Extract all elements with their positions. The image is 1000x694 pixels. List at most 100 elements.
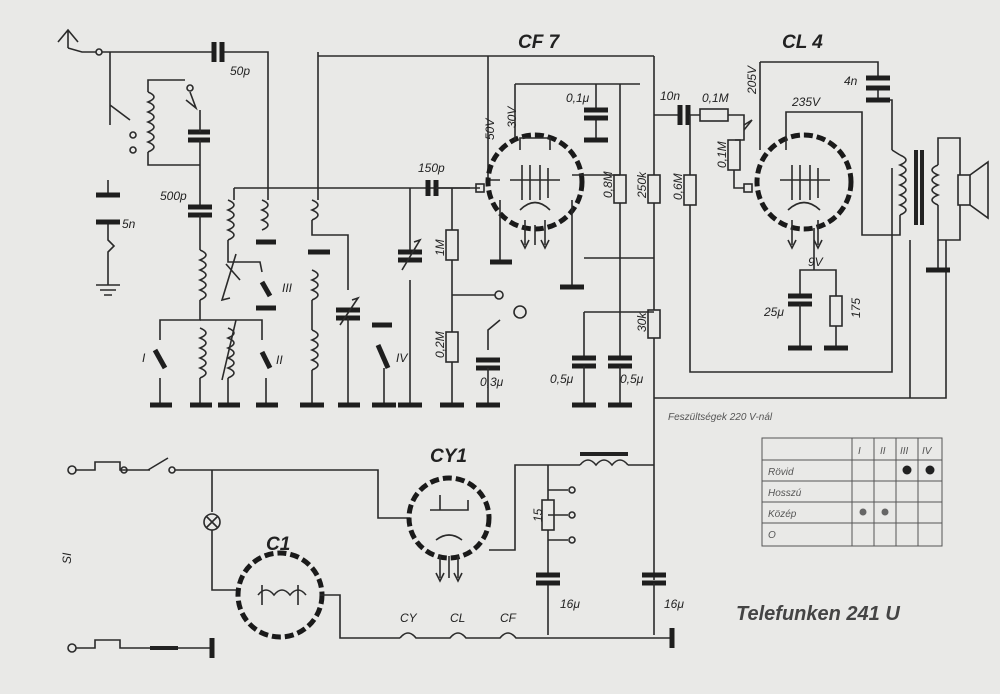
label-v5: 9V (808, 255, 824, 269)
power-supply: CY1 15 16μ 16μ C1 CY CL CF SI (60, 446, 684, 658)
label-switch-i: I (142, 351, 146, 365)
resistor-250k (647, 174, 661, 204)
capacitor-trim (188, 129, 210, 143)
resistor-0-2m (445, 331, 459, 363)
resistor-30k (647, 309, 661, 339)
label-c-speaker: 4n (844, 74, 858, 88)
label-c-antenna: 50p (230, 64, 250, 78)
label-r-cath: 175 (849, 298, 863, 318)
table-col-1: I (858, 446, 861, 457)
label-heater-cy: CY (400, 611, 418, 625)
table-mark (881, 508, 889, 516)
label-v3: 205V (745, 65, 759, 95)
label-side-mark: SI (60, 552, 74, 564)
filter-choke (579, 459, 629, 467)
tube-cl4 (754, 132, 854, 232)
coil-band-1 (197, 249, 207, 301)
potentiometer (699, 108, 729, 122)
label-r-pot: 0,1M (702, 91, 729, 105)
transformer-secondary (931, 164, 941, 206)
switch-ii (259, 350, 273, 370)
label-c-dec1: 0,5μ (550, 372, 574, 386)
voltage-table: Feszültségek 220 V-nál I II III IV Rövid… (668, 412, 943, 547)
label-c-grid-dec: 0,3μ (480, 375, 504, 389)
speaker-magnet (957, 174, 971, 206)
resistor-0-6m (683, 174, 697, 206)
coil-osc-2 (259, 199, 269, 231)
capacitor-0-1u (584, 107, 608, 121)
coil-osc-1 (225, 199, 235, 241)
label-c-grid: 150p (418, 161, 445, 175)
table-mark (859, 508, 867, 516)
table-mark (925, 465, 935, 475)
diagram-title: Telefunken 241 U (736, 603, 900, 625)
label-c-filter1: 16μ (560, 597, 580, 611)
label-c-out: 10n (660, 89, 680, 103)
antenna-section: 50p 500p 5n (57, 28, 269, 296)
resistor-0-8m (613, 174, 627, 204)
tube-cy1 (406, 475, 492, 561)
switch-i (152, 348, 168, 370)
capacitor-50p (211, 42, 225, 62)
capacitor-4n (866, 75, 890, 91)
label-r-leak: 0,6M (671, 173, 685, 200)
capacitor-16u-1 (536, 572, 560, 586)
label-switch-iii: III (282, 281, 293, 295)
label-tube-cf7: CF 7 (518, 32, 561, 53)
speaker-cone-icon (969, 160, 989, 220)
tube-c1 (235, 550, 325, 640)
label-v1: 30V (505, 106, 519, 128)
cf7-stage: 150p 1M 0,2M 0,3μ CF 7 50V 30V 0,1μ (318, 32, 661, 580)
switch-iv (375, 344, 391, 369)
band-switch-section: III I II IV (142, 52, 470, 408)
table-row-1-label: Rövid (768, 467, 794, 478)
coil-rf-3 (309, 329, 319, 371)
label-tube-c1: C1 (266, 534, 290, 555)
table-marks (859, 465, 935, 516)
cl4-stage: 10n 0,1M 0,6M 0,1M CL 4 235V 205V 4n 9V … (654, 32, 989, 399)
label-v2: 50V (483, 118, 497, 140)
label-r-filter: 15 (531, 508, 545, 522)
label-c-coupling: 500p (160, 189, 187, 203)
capacitor-0-3u (476, 357, 500, 371)
table-caption: Feszültségek 220 V-nál (668, 412, 773, 423)
coil-band-2 (197, 327, 207, 379)
table-col-2: II (880, 446, 886, 457)
transformer-core (914, 150, 924, 225)
label-r-grid: 1M (433, 239, 447, 256)
label-r-anode: 0,8M (601, 171, 615, 198)
coil-band-3 (225, 327, 235, 379)
ground-symbol (96, 284, 120, 296)
table-row-2-label: Hosszú (768, 488, 802, 499)
label-heater-cl: CL (450, 611, 465, 625)
label-tube-cy1: CY1 (430, 446, 467, 467)
label-c-ground: 5n (122, 217, 136, 231)
transformer-primary (897, 154, 907, 216)
label-switch-iv: IV (396, 351, 408, 365)
switch-iii (259, 280, 273, 298)
table-col-4: IV (922, 446, 933, 457)
label-heater-cf: CF (500, 611, 517, 625)
resistor-0-1m (727, 139, 741, 171)
coil-rf-2 (309, 269, 319, 301)
tube-cf7 (485, 132, 585, 232)
label-tube-cl4: CL 4 (782, 32, 823, 53)
label-c-filter2: 16μ (664, 597, 684, 611)
capacitor-var (398, 249, 422, 263)
mains-terminal-2 (67, 643, 77, 653)
table-col-3: III (900, 446, 909, 457)
label-c-cath: 25μ (763, 305, 784, 319)
label-c-screen: 0,1μ (566, 91, 590, 105)
label-r-grid3: 0,1M (715, 141, 729, 168)
label-r-dec: 30k (635, 312, 649, 332)
table-row-3-label: Közép (768, 509, 797, 520)
label-v4: 235V (791, 95, 821, 109)
mains-terminal-1 (67, 465, 77, 475)
coil-rf-1 (309, 199, 319, 221)
resistor-1m (445, 229, 459, 261)
table-row-4-label: O (768, 530, 776, 541)
trimmer (220, 253, 241, 302)
capacitor-25u (788, 293, 812, 307)
coil-antenna (145, 91, 155, 153)
